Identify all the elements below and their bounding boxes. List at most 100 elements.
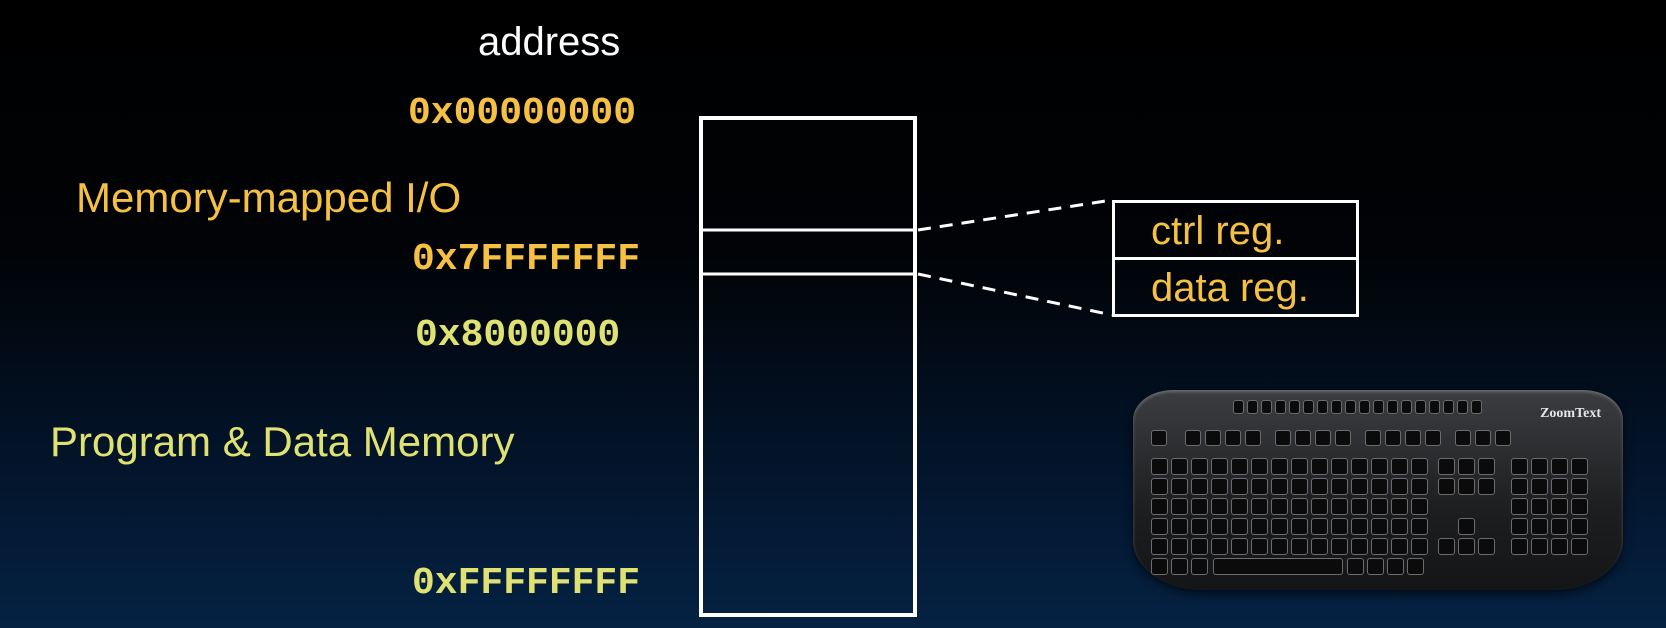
keyboard-key	[1211, 478, 1228, 495]
keyboard-key	[1511, 518, 1528, 535]
keyboard-key	[1425, 430, 1441, 446]
keyboard-key	[1151, 498, 1168, 515]
keyboard-key	[1511, 458, 1528, 475]
keyboard-key	[1291, 518, 1308, 535]
keyboard-key	[1511, 498, 1528, 515]
keyboard-key	[1271, 538, 1288, 555]
keyboard-image: ZoomText	[1133, 390, 1623, 590]
keyboard-key	[1415, 400, 1426, 414]
keyboard-key	[1365, 430, 1381, 446]
keyboard-key	[1303, 400, 1314, 414]
data-reg-connector	[917, 272, 1113, 317]
keyboard-key	[1271, 478, 1288, 495]
keyboard-key	[1211, 498, 1228, 515]
keyboard-key	[1438, 478, 1455, 495]
keyboard-key	[1185, 430, 1201, 446]
keyboard-key	[1191, 498, 1208, 515]
keyboard-key	[1311, 538, 1328, 555]
keyboard-key	[1331, 538, 1348, 555]
keyboard-key	[1458, 518, 1475, 535]
keyboard-key	[1151, 518, 1168, 535]
keyboard-key	[1171, 458, 1188, 475]
keyboard-key	[1551, 538, 1568, 555]
data-reg-label: data reg.	[1151, 266, 1309, 310]
keyboard-key	[1311, 478, 1328, 495]
keyboard-key	[1271, 518, 1288, 535]
keyboard-key	[1458, 458, 1475, 475]
keyboard-key	[1211, 458, 1228, 475]
keyboard-key	[1211, 518, 1228, 535]
keyboard-key	[1478, 538, 1495, 555]
keyboard-key	[1373, 400, 1384, 414]
keyboard-key	[1387, 558, 1404, 575]
address-io-end-label: 0x7FFFFFFF	[412, 238, 641, 281]
keyboard-key	[1231, 478, 1248, 495]
keyboard-key	[1171, 478, 1188, 495]
keyboard-key	[1251, 498, 1268, 515]
address-start-label: 0x00000000	[408, 92, 637, 135]
keyboard-key	[1171, 518, 1188, 535]
keyboard-key	[1351, 538, 1368, 555]
keyboard-key	[1233, 400, 1244, 414]
keyboard-key	[1458, 478, 1475, 495]
keyboard-key	[1391, 518, 1408, 535]
keyboard-key	[1531, 498, 1548, 515]
keyboard-key	[1371, 538, 1388, 555]
address-mem-start-label: 0x8000000	[415, 314, 621, 357]
keyboard-key	[1351, 458, 1368, 475]
keyboard-key	[1551, 478, 1568, 495]
keyboard-key	[1478, 478, 1495, 495]
keyboard-key	[1247, 400, 1258, 414]
keyboard-key	[1429, 400, 1440, 414]
keyboard-key	[1457, 400, 1468, 414]
address-title: address	[478, 20, 621, 64]
keyboard-key	[1351, 498, 1368, 515]
keyboard-key	[1391, 478, 1408, 495]
keyboard-key	[1438, 538, 1455, 555]
keyboard-key	[1315, 430, 1331, 446]
keyboard-key	[1191, 558, 1208, 575]
keyboard-key	[1471, 400, 1482, 414]
keyboard-key	[1231, 458, 1248, 475]
keyboard-key	[1275, 430, 1291, 446]
keyboard-key	[1511, 478, 1528, 495]
keyboard-key	[1359, 400, 1370, 414]
keyboard-key	[1571, 498, 1588, 515]
keyboard-key	[1405, 430, 1421, 446]
keyboard-key	[1371, 498, 1388, 515]
keyboard-key	[1231, 538, 1248, 555]
keyboard-key	[1443, 400, 1454, 414]
keyboard-key	[1151, 458, 1168, 475]
keyboard-key	[1171, 538, 1188, 555]
keyboard-key	[1411, 478, 1428, 495]
keyboard-key	[1371, 458, 1388, 475]
keyboard-key	[1171, 558, 1188, 575]
keyboard-key	[1531, 478, 1548, 495]
keyboard-key	[1331, 518, 1348, 535]
keyboard-key	[1531, 458, 1548, 475]
ctrl-reg-label: ctrl reg.	[1151, 209, 1285, 253]
keyboard-key	[1151, 478, 1168, 495]
keyboard-key	[1291, 458, 1308, 475]
keyboard-key	[1347, 558, 1364, 575]
keyboard-key	[1331, 478, 1348, 495]
keyboard-key	[1391, 458, 1408, 475]
memory-bar	[699, 116, 917, 617]
keyboard-key	[1151, 558, 1168, 575]
ctrl-reg-box: ctrl reg.	[1112, 200, 1359, 260]
keyboard-key	[1571, 518, 1588, 535]
keyboard-key	[1291, 498, 1308, 515]
keyboard-key	[1311, 498, 1328, 515]
keyboard-key	[1151, 538, 1168, 555]
keyboard-key	[1331, 458, 1348, 475]
keyboard-key	[1531, 518, 1548, 535]
keyboard-key	[1271, 498, 1288, 515]
keyboard-key	[1261, 400, 1272, 414]
keyboard-key	[1411, 458, 1428, 475]
keyboard-key	[1289, 400, 1300, 414]
keyboard-key	[1367, 558, 1384, 575]
keyboard-key	[1191, 478, 1208, 495]
keyboard-key	[1411, 498, 1428, 515]
keyboard-key	[1191, 518, 1208, 535]
keyboard-key	[1291, 478, 1308, 495]
